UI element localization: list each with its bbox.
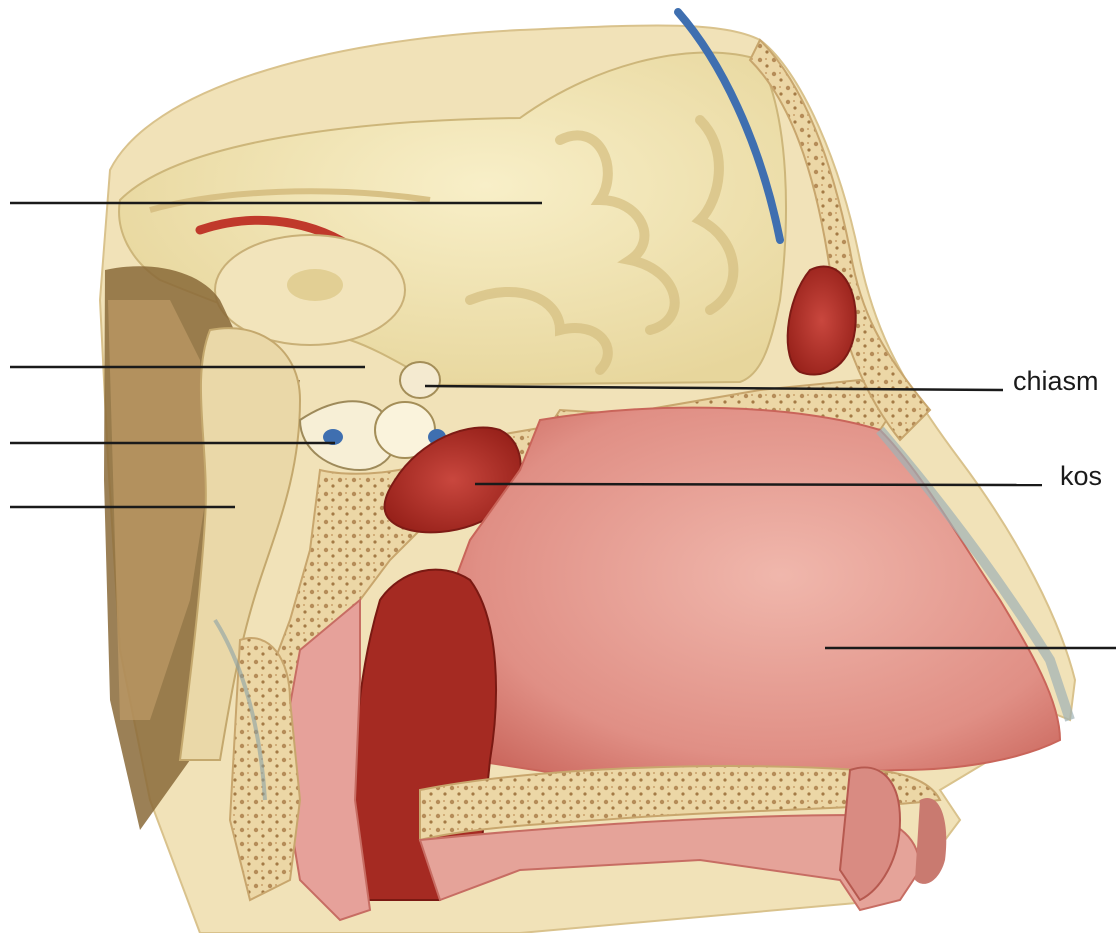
label-kos: kos	[1060, 463, 1102, 490]
nasal-cavity	[440, 408, 1060, 780]
label-chiasm: chiasm	[1013, 368, 1099, 395]
